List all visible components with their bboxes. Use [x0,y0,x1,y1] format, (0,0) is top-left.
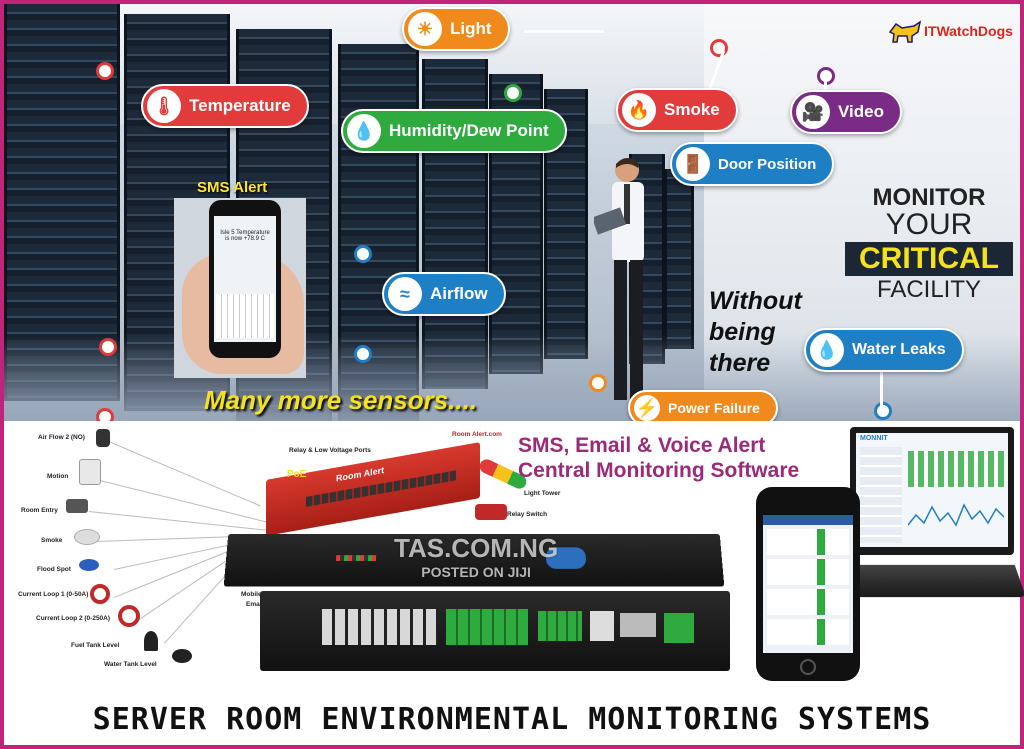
flood-spot-icon [79,559,99,571]
laptop-monitoring-software: MONNIT [844,427,1020,607]
alert-title-line2: Central Monitoring Software [518,458,799,483]
sensor-dot [354,245,372,263]
headline-line1: MONITOR [839,186,1019,210]
sensor-dot [589,374,607,392]
room-entry-sensor-icon [66,499,88,513]
watermark-line2: POSTED ON JIJI [394,564,558,580]
hardware-section: Air Flow 2 (NO) Motion Room Entry Smoke … [4,421,1020,693]
laptop-brand: MONNIT [856,433,1008,444]
watermark: TAS.COM.NG POSTED ON JIJI [394,533,558,580]
humidity-label: Humidity/Dew Point [389,121,549,141]
relay-switch-label: Relay Switch [507,511,547,518]
current-clamp-1-icon [90,584,110,604]
sensor-dot [96,408,114,421]
iphone-app [756,487,860,681]
mobile-label: Mobile [241,591,262,598]
humidity-sensor-pill: 💧 Humidity/Dew Point [341,109,567,153]
sensor-water-tank-label: Water Tank Level [104,661,157,668]
power-failure-sensor-pill: ⚡ Power Failure [628,390,778,421]
sensor-dot [99,338,117,356]
light-sensor-pill: ☀ Light [402,7,510,51]
sensor-current-loop-1-label: Current Loop 1 (0-50A) [18,591,88,598]
room-alert-red-unit: Room Alert [266,442,480,536]
water-drops-icon: 💧 [347,114,381,148]
video-sensor-pill: 🎥 Video [790,90,902,134]
sensor-motion-label: Motion [47,473,68,480]
room-alert-brand-small: Room Alert.com [452,431,502,438]
sensor-dot [710,39,728,57]
sensor-fuel-tank-label: Fuel Tank Level [71,642,119,649]
video-label: Video [838,102,884,122]
sensor-dot [354,345,372,363]
alert-title-line1: SMS, Email & Voice Alert [518,433,799,458]
smoke-detector-icon [74,529,100,545]
sensor-dot [504,84,522,102]
light-label: Light [450,19,492,39]
headline-line4: FACILITY [839,278,1019,302]
enviromux-unit-bottom [260,591,730,671]
light-tower-label: Light Tower [524,490,560,497]
door-sensor-pill: 🚪 Door Position [670,142,834,186]
watermark-line1: TAS.COM.NG [394,533,558,564]
many-more-sensors-text: Many more sensors.... [204,385,477,416]
sensor-air-flow-label: Air Flow 2 (NO) [38,434,85,441]
sensor-room-entry-label: Room Entry [21,507,58,514]
sensor-flood-spot-label: Flood Spot [37,566,71,573]
motion-sensor-icon [79,459,101,485]
without-line1: Without [709,286,802,317]
sensor-dot [874,402,892,420]
footer-title: SERVER ROOM ENVIRONMENTAL MONITORING SYS… [4,693,1020,745]
sms-alert-label: SMS Alert [197,179,267,196]
current-clamp-2-icon [118,605,140,627]
door-label: Door Position [718,156,816,173]
sensor-dot [96,62,114,80]
thermometer-icon: 🌡 [147,89,181,123]
headline-line3: CRITICAL [845,242,1013,276]
air-flow-sensor-icon [96,429,110,447]
light-bulb-icon: ☀ [408,12,442,46]
camera-icon: 🎥 [796,95,830,129]
airflow-sensor-pill: ≈ Airflow [382,272,506,316]
laptop-chart-icon [908,495,1004,539]
technician-figure [594,154,664,414]
lightning-icon: ⚡ [634,395,660,421]
without-line3: there [709,348,802,379]
sensor-smoke-label: Smoke [41,537,62,544]
phone-screen: Isle 5 Temperature is now +78.9 C [214,216,276,342]
power-failure-label: Power Failure [668,400,760,416]
dog-logo-icon [888,18,922,44]
airflow-waves-icon: ≈ [388,277,422,311]
headline-line2: YOUR [839,210,1019,240]
smoke-label: Smoke [664,100,720,120]
email-label: Email [246,601,263,608]
without-line2: being [709,317,802,348]
sensor-current-loop-2-label: Current Loop 2 (0-250A) [36,615,110,622]
without-being-there-text: Without being there [709,286,802,379]
water-leaks-sensor-pill: 💧 Water Leaks [804,328,964,372]
headline: MONITOR YOUR CRITICAL FACILITY [839,186,1019,302]
door-icon: 🚪 [676,147,710,181]
poe-label: PoE [287,469,306,480]
airflow-label: Airflow [430,284,488,304]
itwatchdogs-logo: ITWatchDogs [888,18,1013,44]
water-leaks-label: Water Leaks [852,341,946,359]
water-tank-float-icon [172,649,192,663]
smoke-sensor-pill: 🔥 Smoke [616,88,738,132]
fire-icon: 🔥 [622,93,656,127]
sms-phone: Isle 5 Temperature is now +78.9 C [209,200,281,358]
phone-message-line2: is now +78.9 C [217,236,273,242]
temperature-sensor-pill: 🌡 Temperature [141,84,309,128]
server-room-photo: ☀ Light 🌡 Temperature 💧 Humidity/Dew Poi… [4,4,1020,421]
logo-text: ITWatchDogs [924,23,1013,39]
water-drop-icon: 💧 [810,333,844,367]
alert-software-title: SMS, Email & Voice Alert Central Monitor… [518,433,799,483]
relay-switch-icon [475,504,507,520]
relay-ports-label: Relay & Low Voltage Ports [289,447,371,454]
room-alert-label: Room Alert [336,465,384,483]
temperature-label: Temperature [189,96,291,116]
fuel-tank-float-icon [144,631,158,651]
